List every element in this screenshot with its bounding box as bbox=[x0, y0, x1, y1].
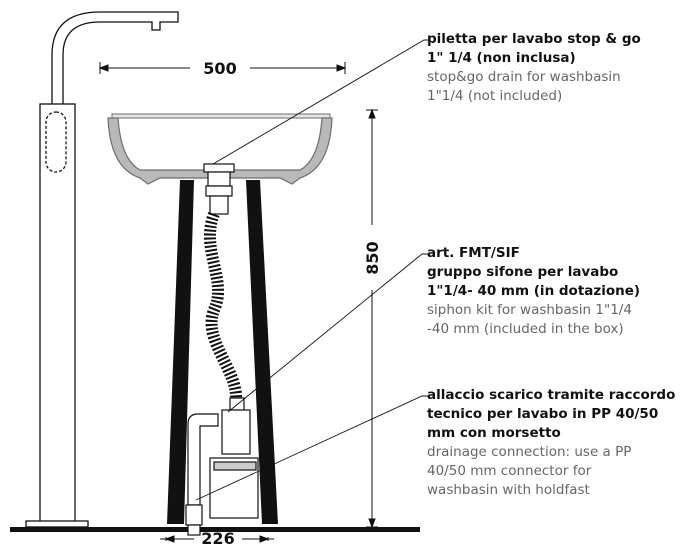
callout-connection-en-line-2: 40/50 mm connector for bbox=[427, 463, 592, 479]
pedestal bbox=[167, 180, 278, 524]
callout-siphon-en-line-2: -40 mm (included in the box) bbox=[427, 321, 624, 337]
leader-drain bbox=[212, 39, 428, 165]
leader-siphon bbox=[227, 253, 428, 413]
callout-drain-en-line-2: 1"1/4 (not included) bbox=[427, 88, 563, 104]
floor-line bbox=[10, 527, 420, 532]
dimension-226 bbox=[160, 535, 274, 543]
dimension-label-bottom: 226 bbox=[201, 529, 234, 546]
callout-drain-it-line-1: piletta per lavabo stop & go bbox=[427, 31, 641, 47]
callout-connection-it-line-3: mm con morsetto bbox=[427, 425, 561, 441]
leader-lines bbox=[195, 39, 428, 501]
callout-drain-en-line-1: stop&go drain for washbasin bbox=[427, 69, 621, 85]
faucet bbox=[25, 11, 179, 528]
callout-connection-it-line-1: allaccio scarico tramite raccordo bbox=[427, 387, 676, 403]
dimension-label-height: 850 bbox=[363, 241, 382, 274]
callout-siphon-it-line-2: gruppo sifone per lavabo bbox=[427, 264, 619, 280]
siphon-assembly bbox=[185, 163, 259, 536]
callout-connection-it-line-2: tecnico per lavabo in PP 40/50 bbox=[427, 406, 659, 422]
dimension-label-top: 500 bbox=[203, 59, 236, 78]
callout-connection-en-line-1: drainage connection: use a PP bbox=[427, 444, 632, 460]
callout-siphon-it-line-3: 1"1/4- 40 mm (in dotazione) bbox=[427, 283, 641, 299]
callout-connection: allaccio scarico tramite raccordo tecnic… bbox=[427, 386, 677, 500]
callout-drain: piletta per lavabo stop & go 1" 1/4 (non… bbox=[427, 30, 677, 106]
corrugated-hose bbox=[204, 211, 243, 401]
dimension-850 bbox=[366, 108, 378, 529]
callout-siphon: art. FMT/SIF gruppo sifone per lavabo 1"… bbox=[427, 244, 677, 339]
callout-connection-en-line-3: washbasin with holdfast bbox=[427, 482, 590, 498]
callout-drain-it-line-2: 1" 1/4 (non inclusa) bbox=[427, 50, 576, 66]
callout-siphon-en-line-1: siphon kit for washbasin 1"1/4 bbox=[427, 302, 632, 318]
leader-connection bbox=[195, 395, 428, 501]
callout-siphon-it-line-1: art. FMT/SIF bbox=[427, 245, 520, 261]
dimension-500 bbox=[98, 62, 347, 74]
